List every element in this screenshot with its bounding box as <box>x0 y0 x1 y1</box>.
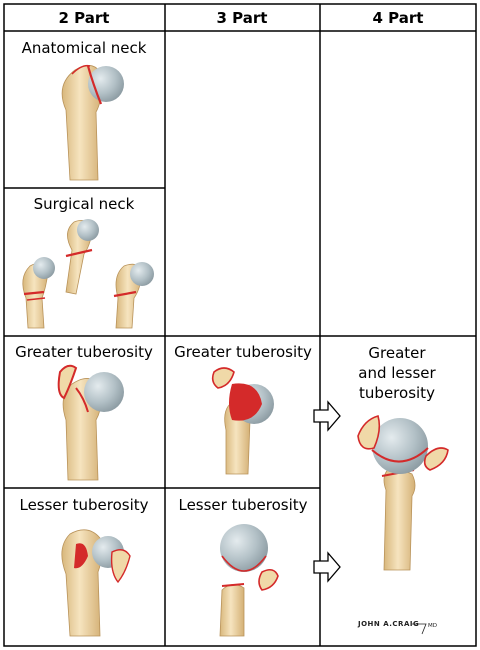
svg-text:MD: MD <box>428 623 437 629</box>
header-2-part: 2 Part <box>59 9 110 27</box>
label-4part-line3: tuberosity <box>359 384 435 402</box>
label-lesser-tuberosity-2part: Lesser tuberosity <box>19 496 148 514</box>
label-surgical-neck: Surgical neck <box>34 195 135 213</box>
label-greater-tuberosity-2part: Greater tuberosity <box>15 343 153 361</box>
greater-tuberosity-3part-illustration <box>213 368 274 474</box>
header-4-part: 4 Part <box>373 9 424 27</box>
svg-text:JOHN A.CRAIG: JOHN A.CRAIG <box>357 620 419 628</box>
header-3-part: 3 Part <box>217 9 268 27</box>
arrow-icon-upper <box>314 402 340 430</box>
four-part-fracture-illustration <box>358 416 448 570</box>
artist-signature: JOHN A.CRAIG MD <box>357 620 437 634</box>
label-greater-tuberosity-3part: Greater tuberosity <box>174 343 312 361</box>
lesser-tuberosity-2part-illustration <box>62 530 130 636</box>
label-lesser-tuberosity-3part: Lesser tuberosity <box>178 496 307 514</box>
label-anatomical-neck: Anatomical neck <box>22 39 147 57</box>
greater-tuberosity-2part-illustration <box>59 366 124 480</box>
label-4part-line2: and lesser <box>358 364 436 382</box>
surgical-neck-fracture-illustration <box>23 219 154 328</box>
arrow-icon-lower <box>314 553 340 581</box>
anatomical-neck-fracture-illustration <box>62 65 124 180</box>
lesser-tuberosity-3part-illustration <box>220 524 278 636</box>
label-4part-line1: Greater <box>368 344 426 362</box>
